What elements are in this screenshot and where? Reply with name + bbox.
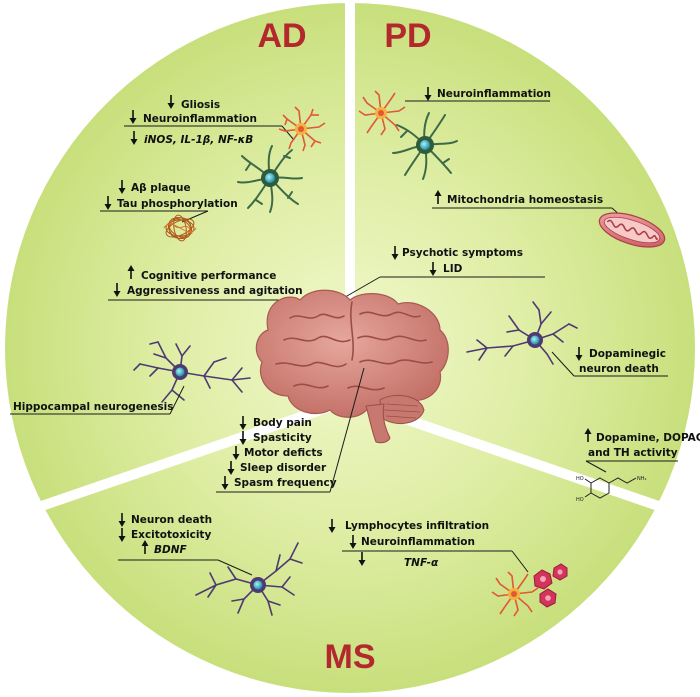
- svg-text:HO: HO: [576, 476, 584, 482]
- ad-tau-label: Tau phosphorylation: [117, 198, 238, 210]
- ad-hippocampal-label: Hippocampal neurogenesis: [13, 401, 174, 413]
- svg-text:HO: HO: [576, 497, 584, 503]
- ms-lymphocytes-label: Lymphocytes infiltration: [345, 520, 489, 532]
- ms-body-pain-label: Body pain: [253, 417, 312, 429]
- pd-lid-label: LID: [443, 263, 463, 275]
- neuron-icon: [195, 542, 303, 616]
- ad-aggressiveness-label: Aggressiveness and agitation: [127, 285, 303, 297]
- ad-abeta-label: Aβ plaque: [131, 182, 191, 194]
- ms-spasticity-label: Spasticity: [253, 432, 312, 444]
- ms-section-title: MS: [325, 638, 376, 676]
- pd-dopamine-label-1: Dopamine, DOPAC: [596, 432, 700, 444]
- pd-psychotic-label: Psychotic symptoms: [402, 247, 523, 259]
- ad-section: Gliosis Neuroinflammation iNOS, IL-1β, N…: [10, 95, 343, 415]
- dopamine-molecule-icon: HO HO NH₂: [576, 476, 647, 503]
- microglia-icon: [491, 571, 539, 617]
- pd-section-title: PD: [384, 17, 431, 55]
- ad-section-title: AD: [257, 17, 306, 55]
- ad-neuroinflammation-label: Neuroinflammation: [143, 113, 257, 125]
- astrocyte-icon: [237, 145, 303, 213]
- pd-dopaminergic-label-1: Dopaminegic: [589, 348, 666, 360]
- mitochondria-icon: [598, 212, 666, 248]
- ms-sleep-label: Sleep disorder: [240, 462, 327, 474]
- ms-neuroinflammation-label: Neuroinflammation: [361, 536, 475, 548]
- ms-tnf-label: TNF-α: [404, 557, 439, 569]
- pd-dopamine-label-2: and TH activity: [588, 447, 678, 459]
- ms-section: Body pain Spasticity Motor deficts Sleep…: [118, 367, 568, 617]
- ms-spasm-label: Spasm frequency: [234, 477, 337, 489]
- ad-cognitive-label: Cognitive performance: [141, 270, 276, 282]
- amyloid-plaque-icon: [163, 214, 197, 242]
- ad-gliosis-label: Gliosis: [181, 99, 220, 111]
- astrocyte-icon: [392, 112, 458, 180]
- pd-neuroinflammation-label: Neuroinflammation: [437, 88, 551, 100]
- ms-bdnf-label: BDNF: [154, 544, 188, 556]
- brain-icon: [255, 289, 449, 444]
- svg-text:NH₂: NH₂: [637, 476, 647, 482]
- pd-section: Neuroinflammation Mitochondria homeostas: [339, 87, 700, 503]
- pd-mitochondria-label: Mitochondria homeostasis: [447, 194, 603, 206]
- ms-excitotoxicity-label: Excitotoxicity: [131, 529, 211, 541]
- ms-motor-label: Motor deficts: [244, 447, 323, 459]
- microglia-icon: [278, 106, 326, 152]
- ms-neuron-death-label: Neuron death: [131, 514, 212, 526]
- pd-dopaminergic-label-2: neuron death: [579, 363, 659, 375]
- ad-markers-label: iNOS, IL-1β, NF-κB: [144, 134, 253, 146]
- neuron-icon: [466, 301, 578, 365]
- neuron-icon: [133, 341, 251, 403]
- lymphocyte-icon: [533, 563, 568, 608]
- microglia-icon: [358, 90, 406, 136]
